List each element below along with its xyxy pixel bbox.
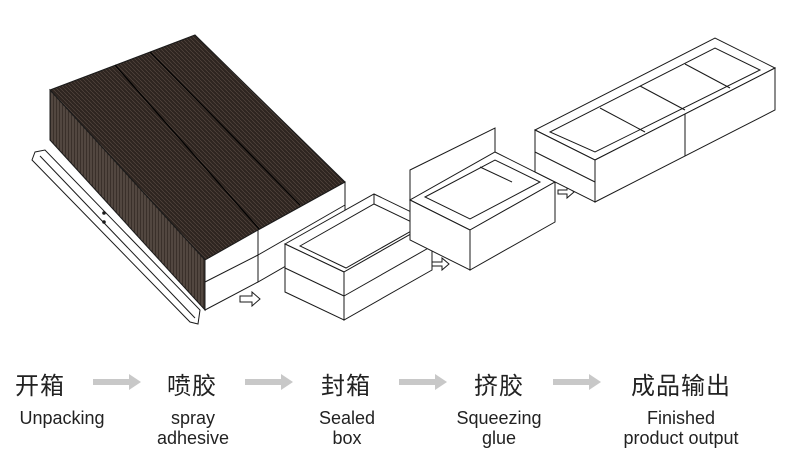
step-4-en-label: Squeezing glue [456, 408, 542, 448]
flow-arrow-icon [553, 374, 601, 390]
finished-boxes [533, 37, 777, 203]
step-4-cn-label: 挤胶 [474, 372, 524, 400]
process-illustration [31, 34, 777, 325]
step-1-cn-label: 开箱 [15, 372, 65, 400]
box-with-flaps [408, 127, 557, 271]
step-1-en-label: Unpacking [19, 408, 105, 428]
step-5-en-label: Finished product output [623, 408, 739, 448]
feed-tray [31, 149, 201, 325]
step-2-cn-label: 喷胶 [167, 372, 217, 400]
step-2-en-label: spray adhesive [156, 408, 230, 448]
step-5-cn-label: 成品输出 [631, 372, 731, 400]
open-box [283, 193, 434, 321]
flow-arrow-icon [93, 374, 141, 390]
flow-arrow-icon [399, 374, 447, 390]
step-3-cn-label: 封箱 [321, 372, 371, 400]
flow-arrow-icon [245, 374, 293, 390]
illustration-arrow [239, 184, 575, 308]
step-3-en-label: Sealed box [318, 408, 376, 448]
